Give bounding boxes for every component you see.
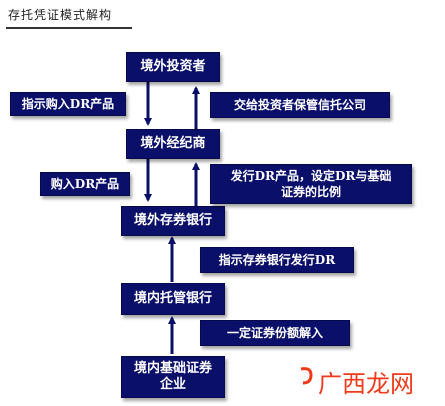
node-issuer: 境内基础证券 企业 xyxy=(121,356,225,398)
watermark-text: 广西龙网 xyxy=(318,370,414,398)
node-custodian: 境内托管银行 xyxy=(121,283,225,315)
label-issue-dr: 发行DR产品，设定DR与基础 证券的比例 xyxy=(210,164,412,204)
watermark-logo-icon xyxy=(300,367,313,385)
label-deposit-shares: 一定证券份额解入 xyxy=(200,320,350,346)
title-underline xyxy=(6,27,132,29)
label-order-dr: 指示购入DR产品 xyxy=(10,92,126,116)
node-depositary: 境外存券银行 xyxy=(121,206,225,236)
label-buy-dr: 购入DR产品 xyxy=(40,172,130,196)
label-trust: 交给投资者保管信托公司 xyxy=(210,92,390,118)
node-broker: 境外经纪商 xyxy=(126,129,220,159)
label-instruct-bank: 指示存券银行发行DR xyxy=(200,247,354,273)
diagram-title: 存托凭证模式解构 xyxy=(8,8,113,22)
node-investor: 境外投资者 xyxy=(126,52,220,82)
